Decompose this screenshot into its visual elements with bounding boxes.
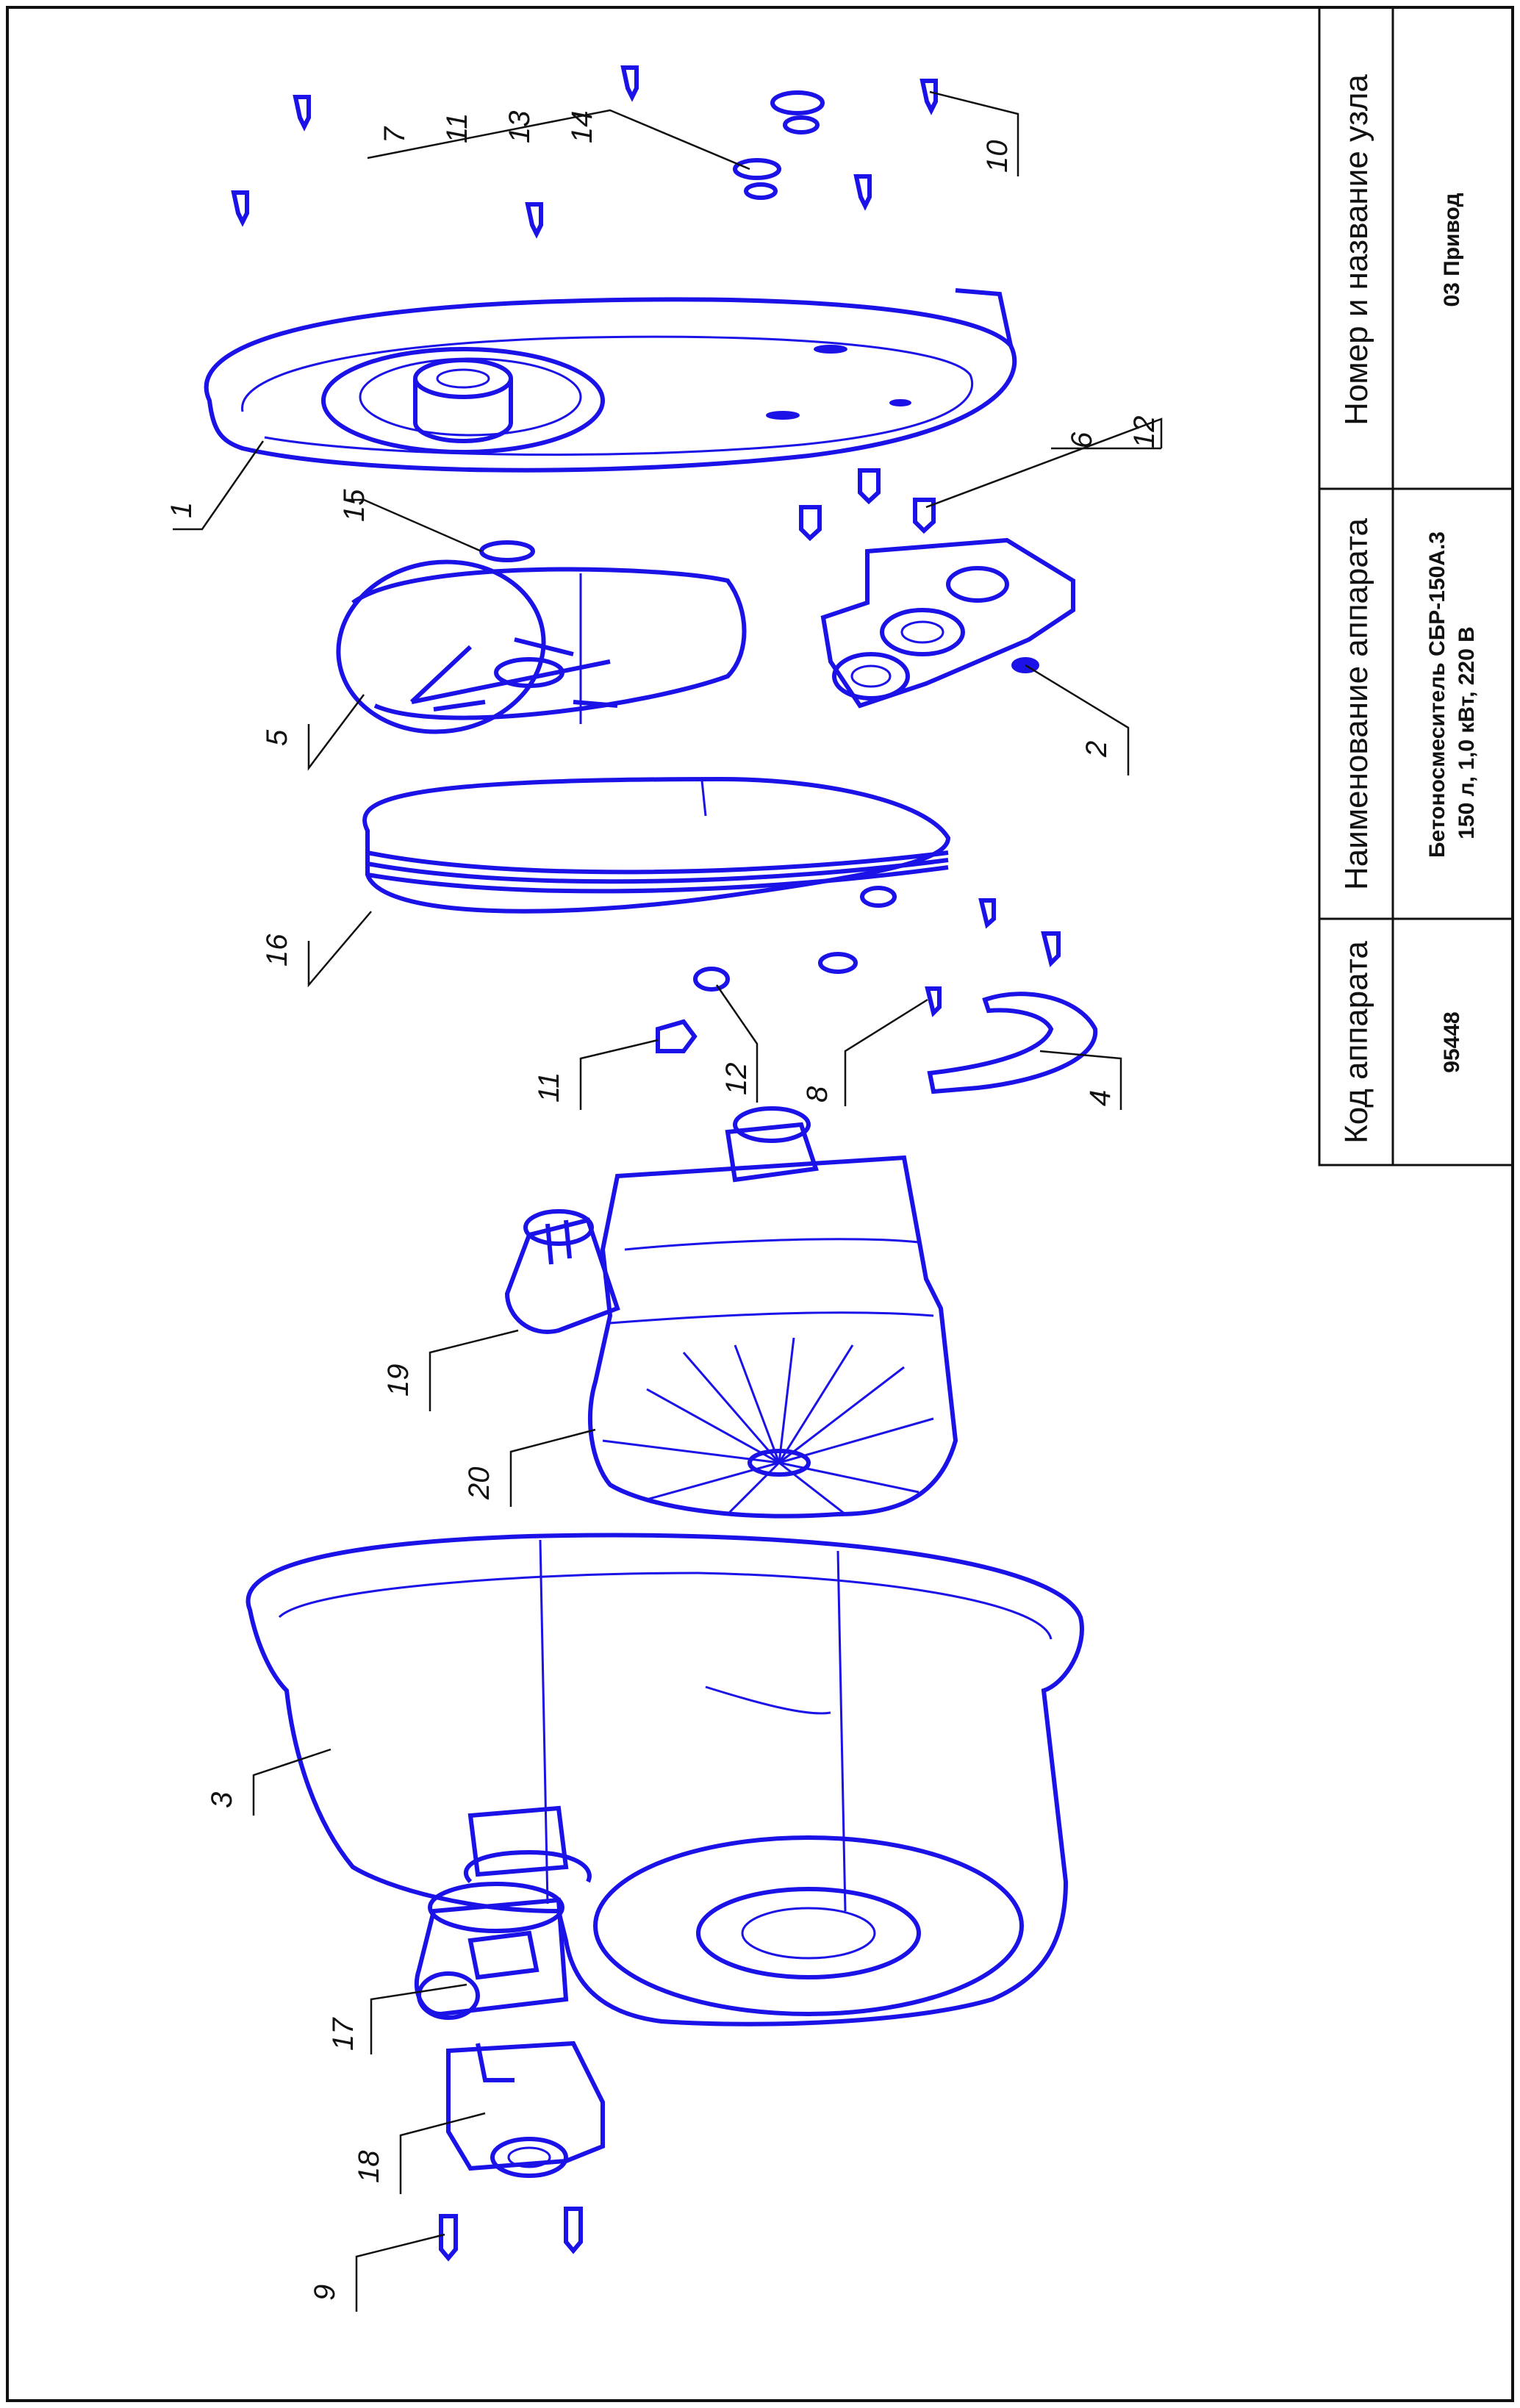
callout-15: 15 [338, 489, 370, 522]
apparatus-name-header: Наименование аппарата [1338, 518, 1374, 890]
callout-3: 3 [206, 1792, 238, 1808]
part-15-ring [479, 540, 535, 562]
part-11-nut [656, 1019, 698, 1053]
callout-16: 16 [261, 934, 293, 967]
callout-20: 20 [463, 1467, 495, 1501]
part-4-curved-plate [927, 992, 1098, 1094]
callout-6: 6 [1066, 431, 1098, 448]
callout-4: 4 [1084, 1090, 1116, 1106]
callout-11b: 11 [441, 112, 473, 143]
part-1-belt-cover [204, 288, 1017, 473]
part-16-belt [362, 776, 951, 914]
callout-17: 17 [327, 2017, 359, 2051]
apparatus-name-line1: Бетоносмеситель СБР-150А.3 [1425, 531, 1449, 858]
callout-5: 5 [261, 729, 293, 746]
callout-12a: 12 [720, 1063, 753, 1096]
callout-12b: 12 [1128, 416, 1161, 449]
node-header: Номер и название узла [1338, 74, 1374, 426]
callout-7: 7 [379, 126, 411, 143]
apparatus-code-header: Код аппарата [1338, 941, 1374, 1144]
callout-8: 8 [801, 1086, 834, 1103]
part-5-pulley [336, 559, 747, 734]
part-20-motor [587, 1106, 958, 1519]
callout-11a: 11 [533, 1072, 565, 1103]
part-17-coupling [414, 1882, 569, 2020]
callout-1: 1 [165, 502, 198, 518]
callout-14: 14 [566, 111, 598, 144]
callout-13: 13 [503, 111, 536, 144]
fasteners-group [231, 65, 1061, 1017]
callout-10: 10 [981, 140, 1014, 173]
part-18-bearing-block [446, 2040, 605, 2178]
callout-9: 9 [309, 2285, 341, 2301]
callout-layer: 1 15 5 16 7 11 13 14 10 6 12 2 11 12 8 [165, 90, 1163, 2312]
node-value: 03 Привод [1440, 193, 1464, 307]
part-3-gear-housing [245, 1533, 1084, 2027]
callout-2: 2 [1080, 741, 1113, 758]
apparatus-name-line2: 150 л, 1,0 кВт, 220 В [1455, 626, 1479, 839]
part-2-tensioner-bracket [820, 537, 1075, 709]
callout-19: 19 [382, 1364, 415, 1397]
title-block: Номер и название узла Наименование аппар… [1318, 6, 1514, 1167]
drawing-frame [6, 6, 1514, 2402]
part-19-capacitor [504, 1209, 620, 1334]
callout-18: 18 [353, 2150, 385, 2183]
part-9-screws [439, 2207, 583, 2262]
apparatus-code-value: 95448 [1440, 1011, 1464, 1072]
